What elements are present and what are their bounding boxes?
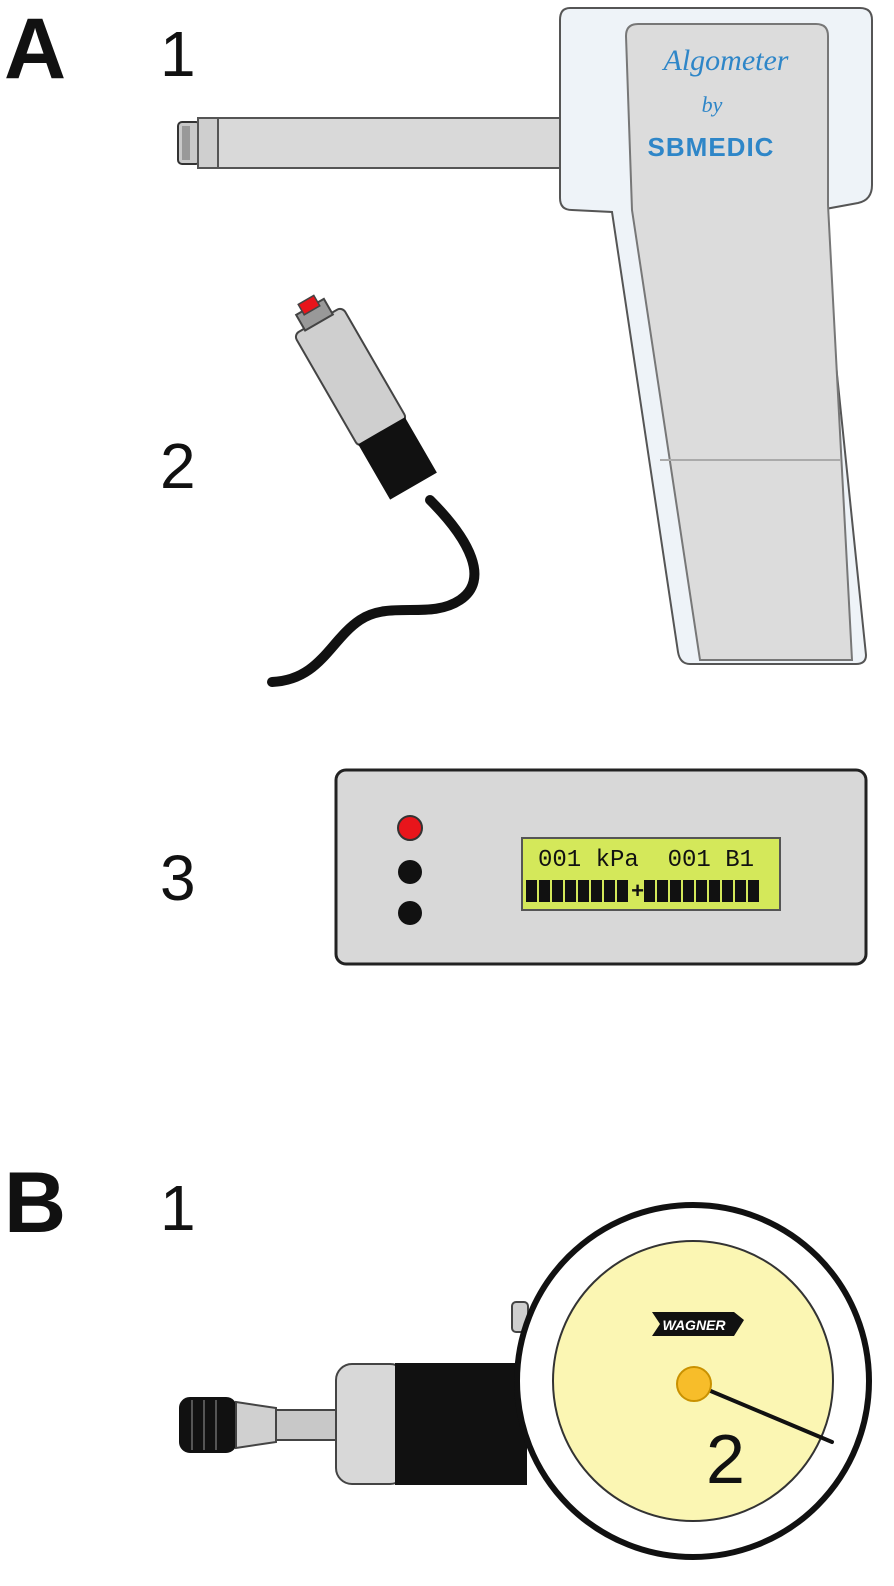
lcd-bar-segment <box>578 880 589 902</box>
svg-text:WAGNER: WAGNER <box>663 1317 727 1333</box>
lcd-bar-segment <box>591 880 602 902</box>
label-b1: 1 <box>160 1172 196 1244</box>
gauge-hub <box>676 1366 712 1402</box>
lcd-bar-segment <box>683 880 694 902</box>
switch-red-button <box>297 294 321 316</box>
lcd-line-1: 001 kPa 001 B1 <box>538 847 754 874</box>
gauge-barrel <box>395 1363 527 1485</box>
lcd-bar-segment <box>526 880 537 902</box>
lcd-bar-segment <box>539 880 550 902</box>
rubber-tip <box>179 1397 237 1453</box>
panel-a-label: A <box>4 1 67 97</box>
label-b2: 2 <box>706 1420 745 1498</box>
algometer-brand-name: Algometer <box>662 44 789 77</box>
gauge-shaft <box>275 1409 341 1441</box>
algometer-device: Algometer by SBMEDIC <box>177 7 873 665</box>
lcd-bar-graph: + <box>526 880 759 905</box>
lcd-bar-segment <box>696 880 707 902</box>
gauge-needle <box>692 1382 834 1444</box>
lcd-bar-segment <box>604 880 615 902</box>
wagner-logo: WAGNER <box>652 1312 744 1336</box>
patient-switch <box>267 294 480 687</box>
lcd-bar-segment <box>670 880 681 902</box>
lcd-bar-center: + <box>631 880 644 905</box>
algometer-body <box>624 23 854 661</box>
algometer-brand-by: by <box>702 92 723 117</box>
lcd-bar-segment <box>735 880 746 902</box>
lcd-bar-segment <box>552 880 563 902</box>
lcd-bar-segment <box>644 880 655 902</box>
control-unit: 001 kPa 001 B1 + <box>334 768 868 966</box>
algometer-brand-company: SBMEDIC <box>648 132 775 162</box>
panel-b-label: B <box>4 1155 67 1251</box>
lcd-bar-segment <box>709 880 720 902</box>
lcd-bar-segment <box>748 880 759 902</box>
label-a1: 1 <box>160 18 196 90</box>
lcd-bar-segment <box>657 880 668 902</box>
mechanical-algometer: WAGNER <box>179 1202 872 1560</box>
led-black-2 <box>398 901 422 925</box>
lcd-bar-segment <box>722 880 733 902</box>
switch-cable <box>267 495 480 687</box>
label-a2: 2 <box>160 430 196 502</box>
label-a3: 3 <box>160 842 196 914</box>
tip-connector <box>235 1400 277 1450</box>
led-black-1 <box>398 860 422 884</box>
lcd-bar-segment <box>617 880 628 902</box>
lcd-bar-segment <box>565 880 576 902</box>
probe-shaft <box>197 117 579 169</box>
switch-grip <box>358 417 437 500</box>
led-red <box>397 815 423 841</box>
